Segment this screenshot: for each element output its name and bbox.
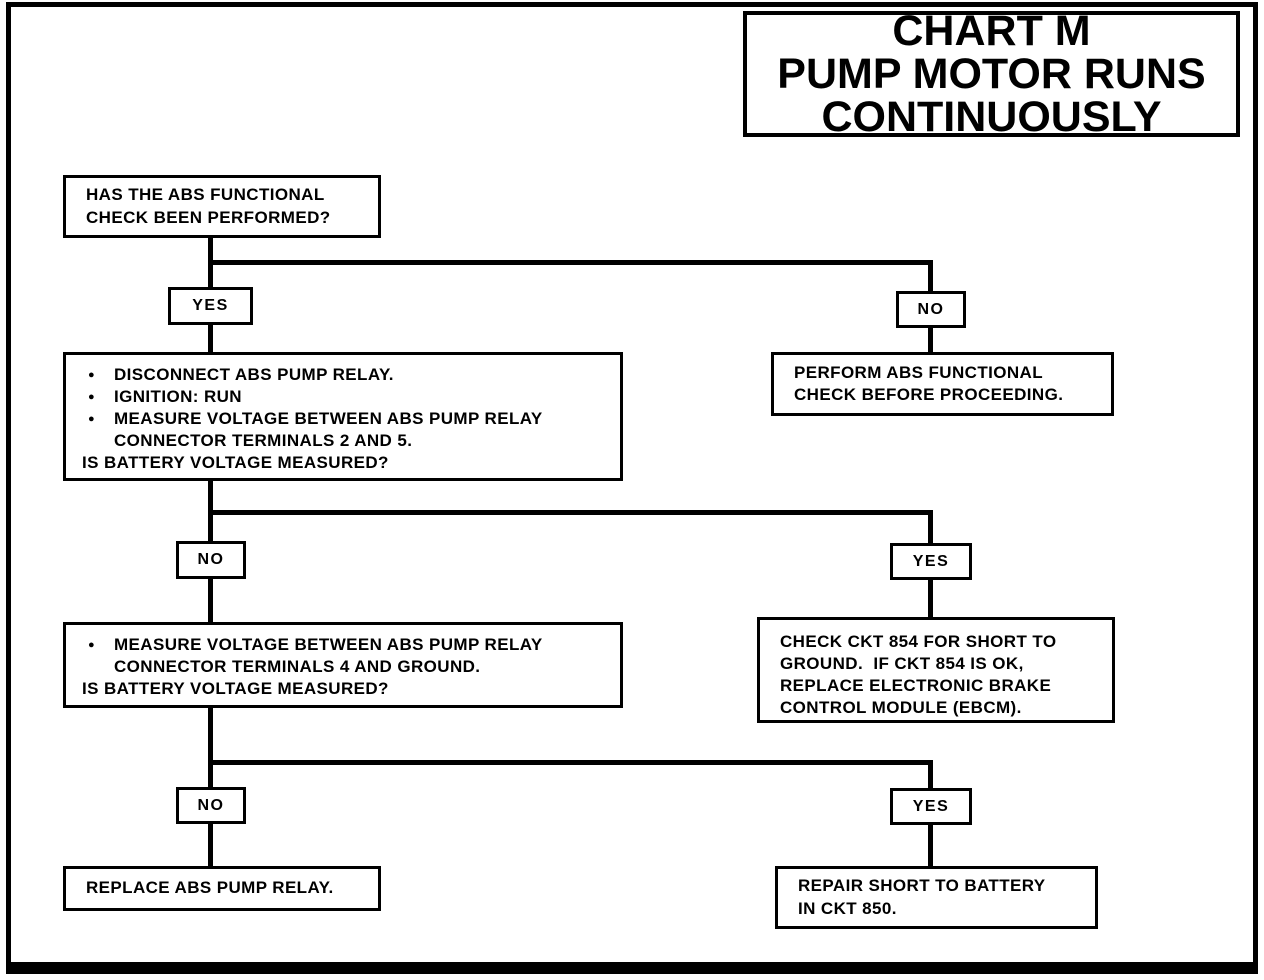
- branch-label-yes-3: YES: [890, 788, 972, 825]
- branch-label-text: YES: [912, 797, 950, 815]
- step-question: IS BATTERY VOLTAGE MEASURED?: [82, 453, 389, 473]
- bullet-icon: ●: [88, 639, 96, 651]
- node-text-line: CHECK BEFORE PROCEEDING.: [794, 385, 1064, 404]
- node-text-line: IN CKT 850.: [798, 898, 897, 918]
- chart-title-line: CONTINUOUSLY: [821, 92, 1162, 141]
- branch-label-no-1: NO: [896, 291, 966, 328]
- node-repair-short-ckt-850: REPAIR SHORT TO BATTERY IN CKT 850.: [775, 866, 1098, 929]
- connector: [928, 326, 933, 352]
- node-measure-terminal-4-ground: ● MEASURE VOLTAGE BETWEEN ABS PUMP RELAY…: [63, 622, 623, 708]
- step-item: ● DISCONNECT ABS PUMP RELAY.: [80, 364, 612, 386]
- step-item: ● MEASURE VOLTAGE BETWEEN ABS PUMP RELAY…: [80, 408, 612, 452]
- node-check-ckt-854: CHECK CKT 854 FOR SHORT TO GROUND. IF CK…: [757, 617, 1115, 723]
- branch-label-text: YES: [912, 552, 950, 570]
- page-border: [6, 2, 1258, 974]
- connector: [208, 822, 213, 866]
- branch-label-no-3: NO: [176, 787, 246, 824]
- node-perform-functional-check: PERFORM ABS FUNCTIONAL CHECK BEFORE PROC…: [771, 352, 1114, 416]
- node-text-line: HAS THE ABS FUNCTIONAL: [86, 185, 325, 205]
- node-text-line: PERFORM ABS FUNCTIONAL: [794, 362, 1043, 382]
- branch-label-yes-2: YES: [890, 543, 972, 580]
- step-text: IGNITION: RUN: [114, 387, 242, 407]
- step-item: ● MEASURE VOLTAGE BETWEEN ABS PUMP RELAY…: [80, 634, 612, 678]
- connector: [208, 260, 933, 265]
- step-text: DISCONNECT ABS PUMP RELAY.: [114, 365, 394, 384]
- step-question: IS BATTERY VOLTAGE MEASURED?: [82, 679, 389, 699]
- node-text-line: CONTROL MODULE (EBCM).: [780, 698, 1022, 718]
- connector: [208, 577, 213, 622]
- branch-label-text: NO: [917, 300, 945, 318]
- step-text: MEASURE VOLTAGE BETWEEN ABS PUMP RELAY C…: [114, 635, 543, 677]
- connector: [928, 823, 933, 866]
- chart-title-box: CHART M PUMP MOTOR RUNS CONTINUOUSLY: [743, 6, 1240, 141]
- connector: [928, 578, 933, 617]
- connector: [928, 760, 933, 788]
- connector: [208, 479, 213, 515]
- connector: [208, 510, 933, 515]
- node-text-line: CHECK BEEN PERFORMED?: [86, 207, 331, 227]
- branch-label-text: NO: [197, 796, 225, 814]
- branch-label-text: NO: [197, 551, 225, 568]
- node-text-line: REPLACE ELECTRONIC BRAKE: [780, 676, 1052, 696]
- chart-title-line: CHART M: [892, 6, 1091, 55]
- connector: [208, 260, 213, 287]
- connector: [208, 760, 213, 787]
- step-item: ● IGNITION: RUN: [80, 386, 612, 408]
- connector: [208, 323, 213, 352]
- chart-title-line: PUMP MOTOR RUNS: [777, 49, 1206, 98]
- connector: [208, 510, 213, 541]
- branch-label-no-2: NO: [176, 541, 246, 579]
- branch-label-yes-1: YES: [168, 287, 253, 325]
- connector: [928, 260, 933, 291]
- node-abs-check-performed: HAS THE ABS FUNCTIONAL CHECK BEEN PERFOR…: [63, 175, 381, 238]
- connector: [208, 760, 933, 765]
- connector: [208, 238, 213, 265]
- node-text-line: GROUND. IF CKT 854 IS OK,: [780, 654, 1024, 674]
- node-text-line: REPLACE ABS PUMP RELAY.: [86, 878, 334, 898]
- step-text: MEASURE VOLTAGE BETWEEN ABS PUMP RELAY C…: [114, 409, 543, 451]
- connector: [928, 510, 933, 543]
- branch-label-text: YES: [192, 297, 229, 314]
- bullet-icon: ●: [88, 369, 96, 381]
- node-replace-pump-relay: REPLACE ABS PUMP RELAY.: [63, 866, 381, 911]
- connector: [208, 706, 213, 765]
- node-measure-terminals-2-5: ● DISCONNECT ABS PUMP RELAY. ● IGNITION:…: [63, 352, 623, 481]
- node-text-line: CHECK CKT 854 FOR SHORT TO: [780, 632, 1057, 651]
- bullet-icon: ●: [88, 413, 96, 426]
- node-text-line: REPAIR SHORT TO BATTERY: [798, 876, 1046, 896]
- bullet-icon: ●: [88, 391, 96, 404]
